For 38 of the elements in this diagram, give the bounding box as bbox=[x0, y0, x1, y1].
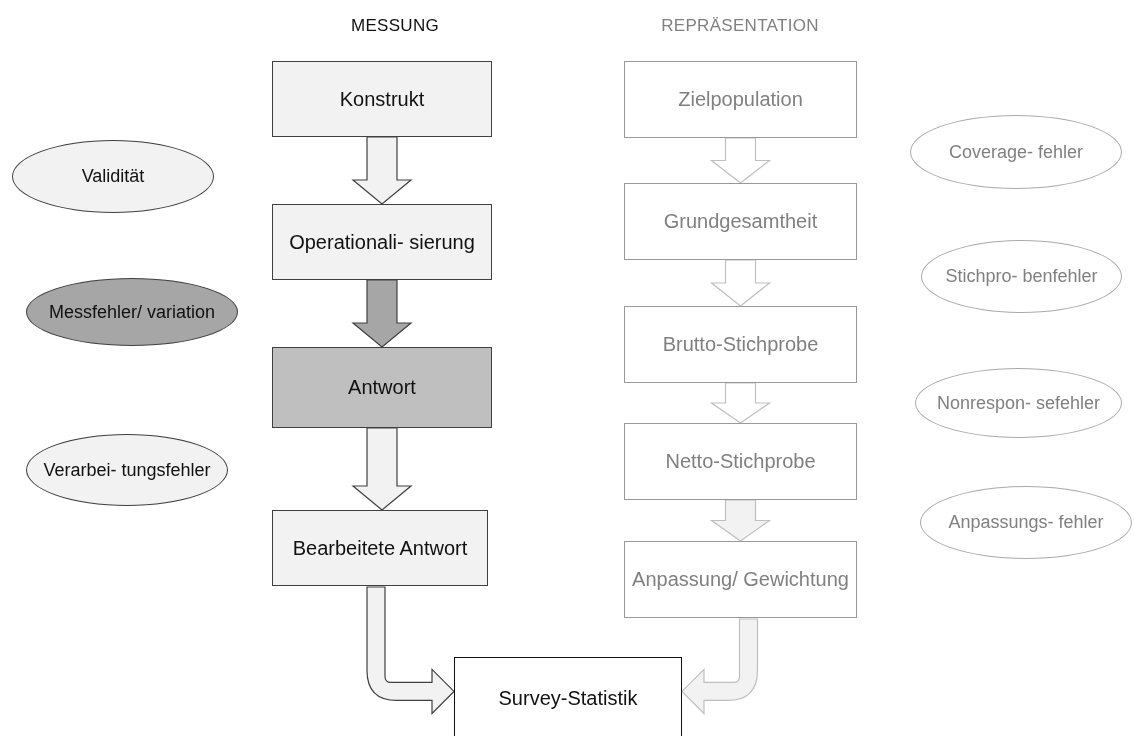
node-label: Nonrespon- sefehler bbox=[935, 391, 1102, 415]
process-box bbox=[272, 61, 492, 137]
block-arrow bbox=[351, 136, 413, 205]
block-arrow bbox=[709, 137, 772, 184]
node-label: Brutto-Stichprobe bbox=[661, 332, 820, 357]
node-label: Bearbeitete Antwort bbox=[291, 535, 469, 561]
block-arrow bbox=[709, 382, 772, 424]
node-label: Messfehler/ variation bbox=[47, 300, 217, 324]
node-label: Stichpro- benfehler bbox=[944, 265, 1099, 288]
column-heading: MESSUNG bbox=[350, 16, 440, 36]
process-box bbox=[624, 183, 857, 260]
process-box bbox=[272, 347, 492, 428]
block-arrow bbox=[351, 279, 413, 348]
process-box bbox=[624, 423, 857, 500]
node-label: Validität bbox=[80, 165, 146, 188]
process-box bbox=[624, 541, 857, 618]
process-box bbox=[272, 204, 492, 280]
node-label: Anpassung/ Gewichtung bbox=[631, 567, 850, 592]
node-label: Netto-Stichprobe bbox=[664, 449, 817, 474]
block-arrow bbox=[366, 586, 455, 715]
column-heading: REPRÄSENTATION bbox=[661, 16, 819, 36]
process-box bbox=[624, 306, 857, 383]
node-label: Anpassungs- fehler bbox=[947, 511, 1105, 534]
block-arrow bbox=[709, 499, 772, 542]
node-label: Antwort bbox=[347, 375, 417, 400]
block-arrow bbox=[709, 259, 772, 307]
node-label: Operationali- sierung bbox=[288, 229, 476, 255]
node-label: Grundgesamtheit bbox=[662, 209, 819, 234]
node-label: Verarbei- tungsfehler bbox=[42, 458, 212, 482]
block-arrow bbox=[681, 618, 759, 715]
process-box bbox=[624, 61, 857, 138]
node-label: Coverage- fehler bbox=[947, 140, 1085, 164]
block-arrow bbox=[351, 427, 413, 511]
node-label: Survey-Statistik bbox=[497, 685, 639, 711]
process-box bbox=[272, 510, 488, 586]
node-label: Zielpopulation bbox=[677, 87, 804, 112]
process-box bbox=[454, 657, 682, 736]
node-label: Konstrukt bbox=[338, 86, 426, 112]
